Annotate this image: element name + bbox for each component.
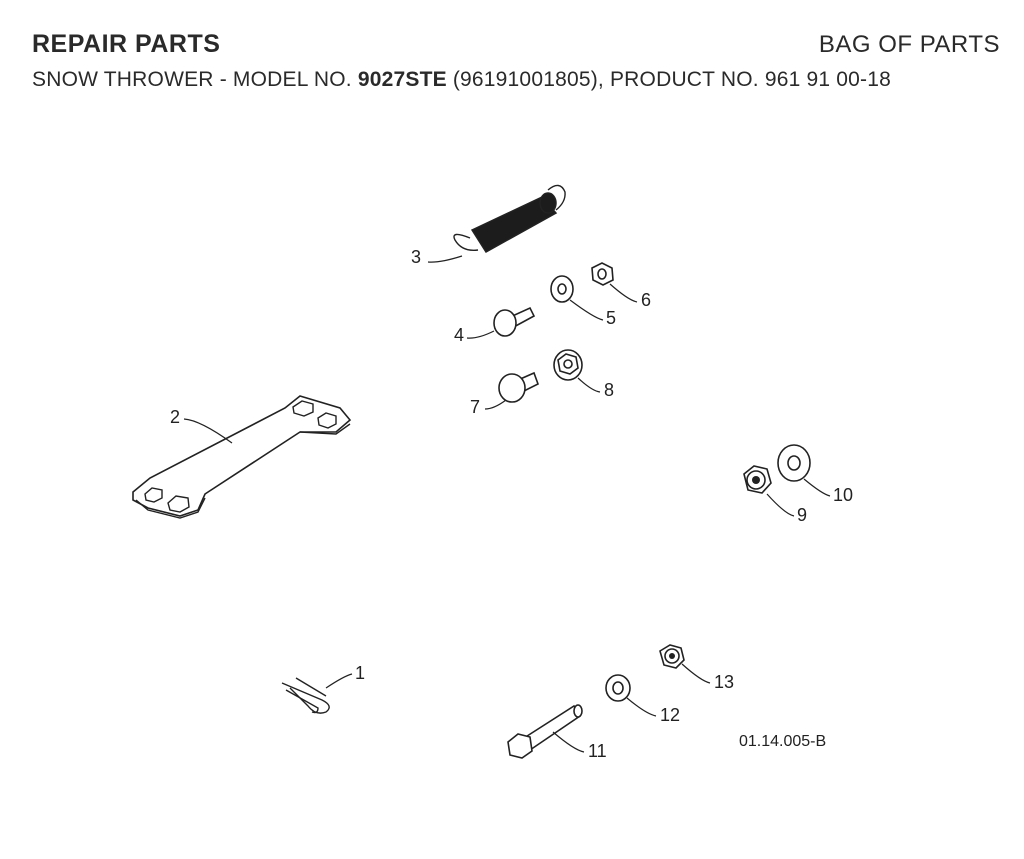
lock-nut-icon: [743, 465, 772, 494]
page-title: REPAIR PARTS: [32, 30, 221, 58]
callout-9: 9: [797, 505, 807, 525]
hex-wrench-plate-icon: [132, 395, 352, 519]
flat-washer-icon: [550, 275, 574, 303]
model-number: 9027STE: [357, 68, 447, 91]
leader-6: [609, 283, 638, 303]
leader-9: [766, 493, 795, 517]
callout-8: 8: [604, 380, 614, 400]
subtitle-suffix: (96191001805), PRODUCT NO. 961 91 00-18: [446, 68, 892, 91]
section-title: BAG OF PARTS: [818, 31, 1000, 58]
leader-1: [325, 673, 353, 689]
callout-11: 11: [588, 741, 607, 761]
leader-7: [484, 399, 507, 410]
lock-nut-icon: [659, 644, 685, 669]
shoulder-bolt-icon: [493, 306, 536, 337]
callout-1: 1: [355, 663, 365, 683]
callout-3: 3: [411, 247, 421, 267]
leader-5: [569, 299, 604, 321]
callout-6: 6: [641, 290, 651, 310]
callout-7: 7: [470, 397, 480, 417]
hex-nut-icon: [591, 262, 614, 286]
extension-spring-icon: [453, 184, 566, 253]
hairpin-clip-icon: [281, 677, 330, 714]
leader-2: [183, 418, 233, 444]
callout-13: 13: [714, 672, 734, 692]
diagram-code: 01.14.005-B: [739, 733, 826, 750]
callout-4: 4: [454, 325, 464, 345]
leader-10: [803, 478, 831, 497]
leader-8: [577, 377, 601, 393]
hex-bolt-icon: [507, 704, 583, 759]
flat-washer-icon: [777, 444, 811, 482]
leader-11: [552, 731, 585, 753]
leader-3: [427, 255, 463, 263]
callout-2: 2: [170, 407, 180, 427]
flange-nut-icon: [553, 349, 583, 381]
carriage-bolt-icon: [498, 371, 539, 403]
callout-5: 5: [606, 308, 616, 328]
leader-lines: [183, 255, 831, 753]
callout-10: 10: [833, 485, 853, 505]
leader-4: [466, 330, 495, 339]
callout-12: 12: [660, 705, 680, 725]
leader-13: [681, 663, 711, 684]
subtitle-prefix: SNOW THROWER - MODEL NO.: [32, 68, 358, 91]
model-subtitle: SNOW THROWER - MODEL NO. 9027STE (961910…: [32, 68, 891, 92]
washer-icon: [605, 674, 631, 702]
leader-12: [626, 697, 657, 717]
